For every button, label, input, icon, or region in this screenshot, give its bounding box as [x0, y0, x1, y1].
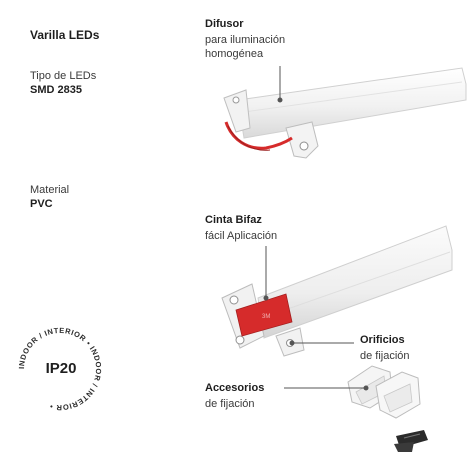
holes-desc: de fijación: [360, 350, 410, 362]
tape-title: Cinta Bifaz: [205, 214, 262, 226]
accessory-clips: [347, 365, 421, 419]
screws: [394, 430, 428, 452]
diffuser-title: Difusor: [205, 18, 244, 30]
material-value: PVC: [30, 198, 53, 210]
diffuser-line2: homogénea: [205, 48, 264, 60]
led-type-value: SMD 2835: [30, 84, 82, 96]
diffuser-line1: para iluminación: [205, 34, 286, 46]
material-label: Material: [30, 184, 70, 196]
accessories-desc: de fijación: [205, 398, 255, 410]
top-led-profile: [223, 67, 467, 159]
tape-desc: fácil Aplicación: [205, 230, 278, 242]
bottom-led-profile: 3M: [221, 225, 453, 357]
tape-logo-mark: 3M: [262, 314, 270, 320]
ip-rating: IP20: [45, 360, 77, 377]
holes-title: Orificios: [360, 334, 405, 346]
product-title: Varilla LEDs: [30, 28, 100, 42]
accessories-title: Accesorios: [205, 382, 265, 394]
leader-lines: [263, 66, 369, 391]
led-type-label: Tipo de LEDs: [30, 70, 97, 82]
